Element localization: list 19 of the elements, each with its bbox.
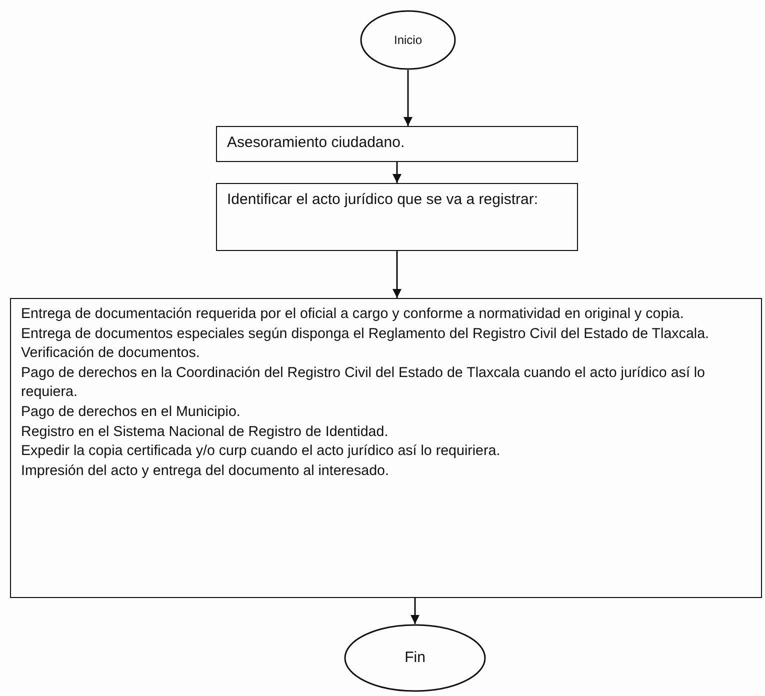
step-text: Asesoramiento ciudadano. — [227, 133, 406, 153]
step-text: Entrega de documentos especiales según disponga el Reglamento del Registro Civil del Estado de Tlaxcala. — [21, 324, 710, 344]
step-text: Pago de derechos en el Municipio. — [21, 402, 242, 422]
step-text: Pago de derechos en la Coordinación del Registro Civil del Estado de Tlaxcala cuando el acto jurídico así lo requiera. — [21, 364, 706, 402]
arrow — [392, 162, 402, 183]
step-text: Identificar el acto jurídico que se va a registrar: — [227, 190, 539, 210]
arrow — [404, 70, 412, 126]
step-text: Expedir la copia certificada y/o curp cuando el acto jurídico así lo requiriera. — [21, 442, 502, 462]
arrow — [410, 598, 420, 624]
arrow — [392, 251, 402, 298]
process-box — [216, 183, 578, 251]
process-box — [216, 126, 578, 162]
step-text: Impresión del acto y entrega del documento al interesado. — [21, 462, 390, 481]
terminal-label: Fin — [404, 648, 426, 668]
step-text: Verificación de documentos. — [21, 344, 201, 364]
process-box — [10, 298, 762, 598]
step-text: Entrega de documentación requerida por el oficial a cargo y conforme a normatividad en original y copia. — [21, 305, 685, 324]
terminal-label: Inicio — [394, 32, 422, 49]
step-text: Registro en el Sistema Nacional de Registro de Identidad. — [21, 422, 390, 442]
